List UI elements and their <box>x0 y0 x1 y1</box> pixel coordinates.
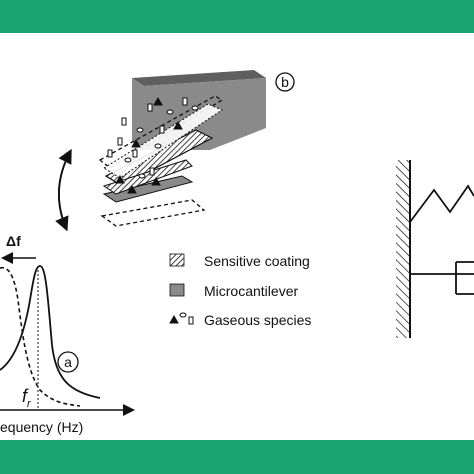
panel-a-text: a <box>64 354 72 370</box>
damper-icon <box>410 261 474 295</box>
coating-front <box>102 159 193 195</box>
panel-b-text: b <box>281 74 289 90</box>
legend-label-gaseous: Gaseous species <box>204 312 311 328</box>
panel-a-label: a <box>57 351 79 373</box>
zigzag-spring-icon <box>409 184 474 223</box>
gas-species-on-beam <box>107 96 199 194</box>
gray-square-icon <box>169 283 185 297</box>
frequency-graph: Δf fr equency (Hz) a <box>0 233 135 435</box>
fr-subscript: r <box>27 398 32 410</box>
legend: Sensitive coating Microcantilever Gaseou… <box>169 253 311 328</box>
legend-item-microcantilever: Microcantilever <box>169 283 298 299</box>
cantilever-model <box>98 70 266 227</box>
fr-label: fr <box>22 386 32 410</box>
legend-item-gaseous-species: Gaseous species <box>169 312 311 328</box>
panel-b-label: b <box>275 72 295 92</box>
dashed-beam-upper <box>98 95 224 169</box>
fr-symbol: f <box>22 386 29 406</box>
resonance-curve-solid <box>0 265 101 399</box>
resonance-curve-dashed <box>0 266 81 407</box>
legend-label-microcantilever: Microcantilever <box>204 283 298 299</box>
curved-double-arrow-icon <box>55 148 72 232</box>
hatched-wall-icon <box>396 160 410 338</box>
bottom-border-band <box>0 440 474 474</box>
beam-top-dotted <box>102 103 224 179</box>
x-axis-label: equency (Hz) <box>0 419 83 435</box>
legend-item-sensitive-coating: Sensitive coating <box>169 253 310 269</box>
base-block-top <box>132 70 266 86</box>
delta-f-label: Δf <box>6 233 21 249</box>
gas-species-icons <box>169 312 194 325</box>
legend-label-coating: Sensitive coating <box>204 253 310 269</box>
mechanical-model <box>396 160 474 338</box>
hatched-square-icon <box>169 253 185 267</box>
dashed-beam-lower <box>100 199 206 227</box>
top-border-band <box>0 0 474 33</box>
